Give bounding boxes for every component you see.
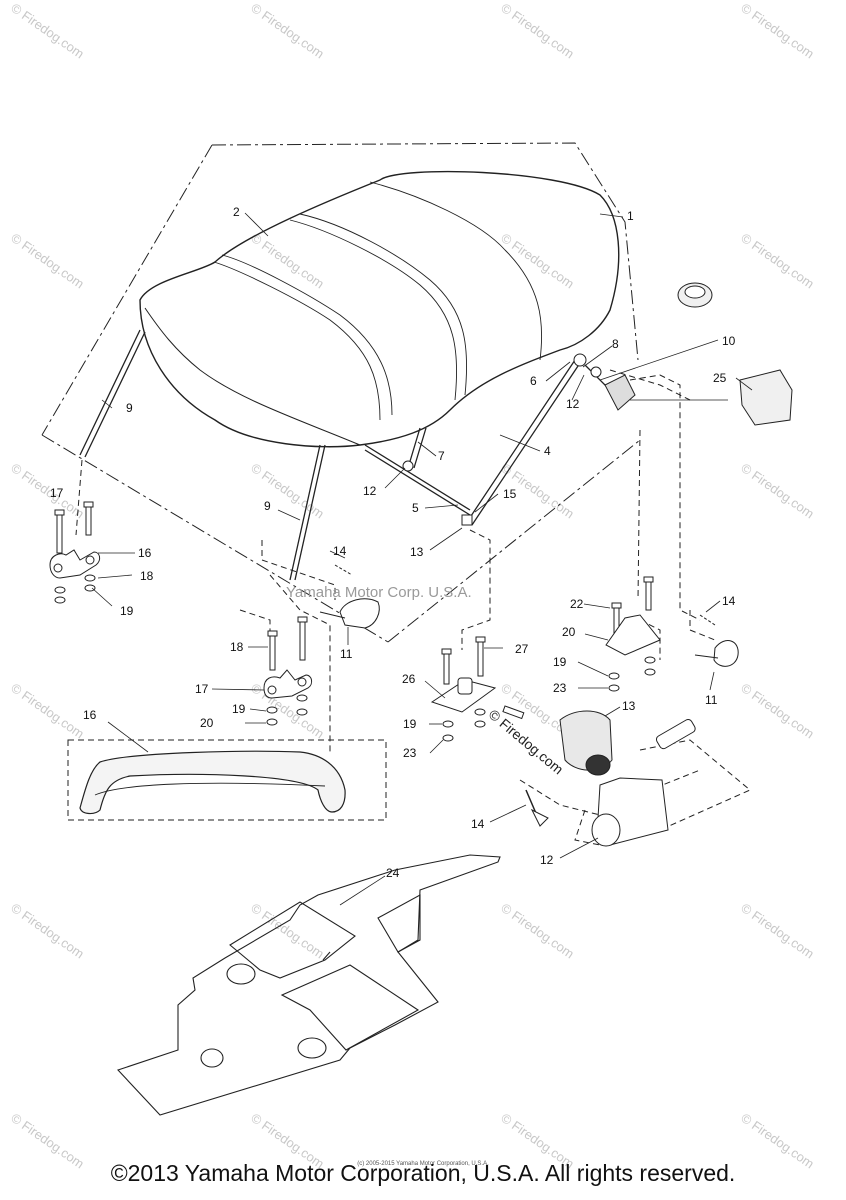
- watermark: © Firedog.com: [8, 0, 87, 61]
- frame-bows: [79, 329, 621, 581]
- pin-12: [655, 718, 696, 750]
- part-label-12: 12: [363, 484, 377, 498]
- part-label-27: 27: [515, 642, 529, 656]
- part-label-26: 26: [402, 672, 416, 686]
- assembly-outline: [41, 142, 641, 643]
- part-label-17: 16: [138, 546, 152, 560]
- bolt-18-left: [56, 512, 63, 554]
- part-label-8: 8: [612, 337, 619, 351]
- part-label-13: 13: [410, 545, 424, 559]
- watermark: © Firedog.com: [248, 230, 327, 291]
- part-label-23: 23: [553, 681, 567, 695]
- part-label-9: 9: [264, 499, 271, 513]
- rear-brace-edge: [94, 782, 326, 796]
- part-label-19: 19: [403, 717, 417, 731]
- part-label-19: 19: [232, 702, 246, 716]
- footer-small-print: (c) 2005-2015 Yamaha Motor Corporation, …: [357, 1161, 489, 1167]
- watermark: © Firedog.com: [8, 900, 87, 961]
- rear-brace-16: [79, 750, 346, 815]
- part-label-19: 18: [140, 569, 154, 583]
- part-label-18: 17: [50, 486, 64, 500]
- part-label-2: 2: [233, 205, 240, 219]
- watermark: © Firedog.com: [738, 0, 817, 61]
- part-label-10: 10: [722, 334, 736, 348]
- deck-plate-24: [117, 854, 501, 1116]
- part-labels: 2 1 8 10 6 25 12 7 4 9 12 15 5 13 9 14 1…: [50, 205, 736, 880]
- part-label-14: 14: [333, 544, 347, 558]
- copyright-stamp: Yamaha Motor Corp. U.S.A.: [286, 584, 472, 601]
- bimini-top-canvas: [139, 170, 620, 448]
- jaw-slide-11-right: [713, 640, 739, 667]
- hinge-21: [605, 614, 661, 656]
- nut-20: [84, 584, 96, 592]
- watermark: © Firedog.com: [738, 680, 817, 741]
- hardware: [49, 501, 661, 742]
- part-label-22: 22: [570, 597, 584, 611]
- watermark: © Firedog.com: [8, 680, 87, 741]
- clamp-25: [739, 369, 793, 426]
- fittings: [319, 282, 793, 847]
- part-label-21: 20: [562, 625, 576, 639]
- watermark: © Firedog.com: [498, 0, 577, 61]
- part-label-20: 20: [200, 716, 214, 730]
- part-label-24: 24: [386, 866, 400, 880]
- part-label-5: 5: [412, 501, 419, 515]
- washer-19: [84, 574, 96, 582]
- watermark: © Firedog.com: [738, 460, 817, 521]
- part-label-14: 14: [722, 594, 736, 608]
- part-label-12: 12: [540, 853, 554, 867]
- detail-box-16: [67, 739, 387, 821]
- mount-26: [430, 679, 497, 713]
- bolt-18-right: [269, 633, 276, 671]
- rivet-13: [502, 705, 525, 720]
- watermark: © Firedog.com: [738, 900, 817, 961]
- part-label-13: 13: [622, 699, 636, 713]
- part-label-7: 7: [438, 449, 445, 463]
- watermark: © Firedog.com: [738, 230, 817, 291]
- part-label-11: 11: [705, 693, 718, 707]
- copyright-footer: ©2013 Yamaha Motor Corporation, U.S.A. A…: [110, 1160, 736, 1186]
- part-label-16: 16: [83, 708, 97, 722]
- part-label-23: 23: [403, 746, 417, 760]
- part-label-11: 11: [340, 647, 353, 661]
- watermark: © Firedog.com: [8, 230, 87, 291]
- part-label-19: 19: [553, 655, 567, 669]
- part-label-6: 6: [530, 374, 537, 388]
- part-label-1: 1: [627, 209, 634, 223]
- watermark: © Firedog.com: [248, 0, 327, 61]
- part-label-12: 12: [566, 397, 580, 411]
- part-label-25: 25: [713, 371, 727, 385]
- part-label-9: 9: [126, 401, 133, 415]
- leader-lines: [91, 212, 753, 906]
- watermark: © Firedog.com: [498, 230, 577, 291]
- part-label-17: 17: [195, 682, 209, 696]
- watermark: © Firedog.com: [8, 460, 87, 521]
- jaw-slide-11: [339, 598, 380, 629]
- part-label-4: 4: [544, 444, 551, 458]
- part-label-14: 14: [471, 817, 485, 831]
- part-label-15: 15: [503, 487, 517, 501]
- part-label-20: 19: [120, 604, 134, 618]
- part-label-18: 18: [230, 640, 244, 654]
- bolt-left: [85, 504, 92, 536]
- watermark: © Firedog.com: [498, 900, 577, 961]
